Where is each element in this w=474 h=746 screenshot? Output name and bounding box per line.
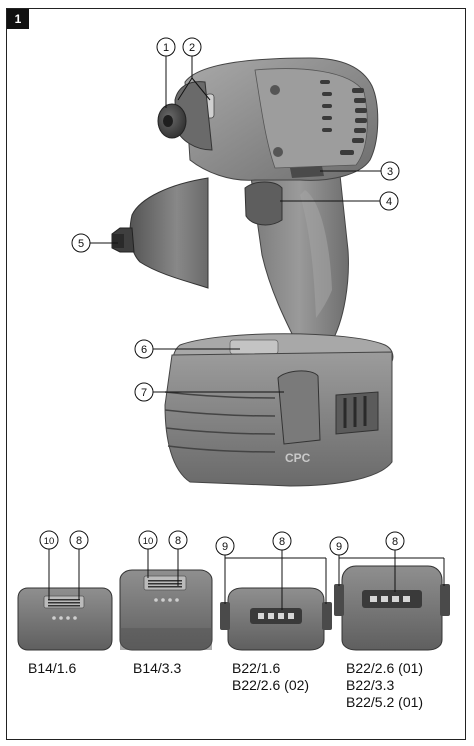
label-b14-3-3: B14/3.3 (133, 660, 182, 676)
figure-number-badge: 1 (7, 9, 29, 29)
callout-2-text: 2 (189, 42, 195, 54)
callout-circles (39, 37, 405, 556)
direction-switch (290, 166, 324, 178)
battery-brand-mark: CPC (285, 451, 311, 465)
battery-b22-small (220, 587, 332, 651)
label-b22-large: B22/2.6 (01) B22/3.3 B22/5.2 (01) (346, 660, 424, 710)
callout-3-text: 3 (387, 166, 393, 178)
callout-7-text: 7 (141, 387, 147, 399)
cooling-vents (320, 80, 367, 155)
callout-6-text: 6 (141, 344, 147, 356)
battery-body (164, 351, 393, 487)
callout-1-text: 1 (163, 42, 169, 54)
label-b14-1-6: B14/1.6 (28, 660, 77, 676)
callout-5-text: 5 (78, 238, 84, 250)
callout-8a-text: 8 (76, 535, 82, 547)
callout-8c-text: 8 (279, 536, 285, 548)
battery-release-button (277, 370, 321, 445)
callout-9a-text: 9 (222, 541, 228, 553)
callout-9b-text: 9 (336, 541, 342, 553)
inset-wrench-nose (129, 177, 209, 289)
square-drive (112, 234, 124, 248)
battery-b14-3-3 (119, 569, 213, 651)
battery-b14-1-6 (17, 587, 113, 651)
leader-lines (48, 56, 445, 610)
callout-8d-text: 8 (392, 536, 398, 548)
callout-4-text: 4 (386, 196, 392, 208)
callout-10a-text: 10 (44, 536, 55, 547)
label-b22-small: B22/1.6 B22/2.6 (02) (232, 660, 310, 693)
battery-b22-large (334, 565, 450, 651)
callout-8b-text: 8 (175, 535, 181, 547)
callout-10b-text: 10 (143, 536, 154, 547)
trigger-switch (244, 181, 283, 226)
